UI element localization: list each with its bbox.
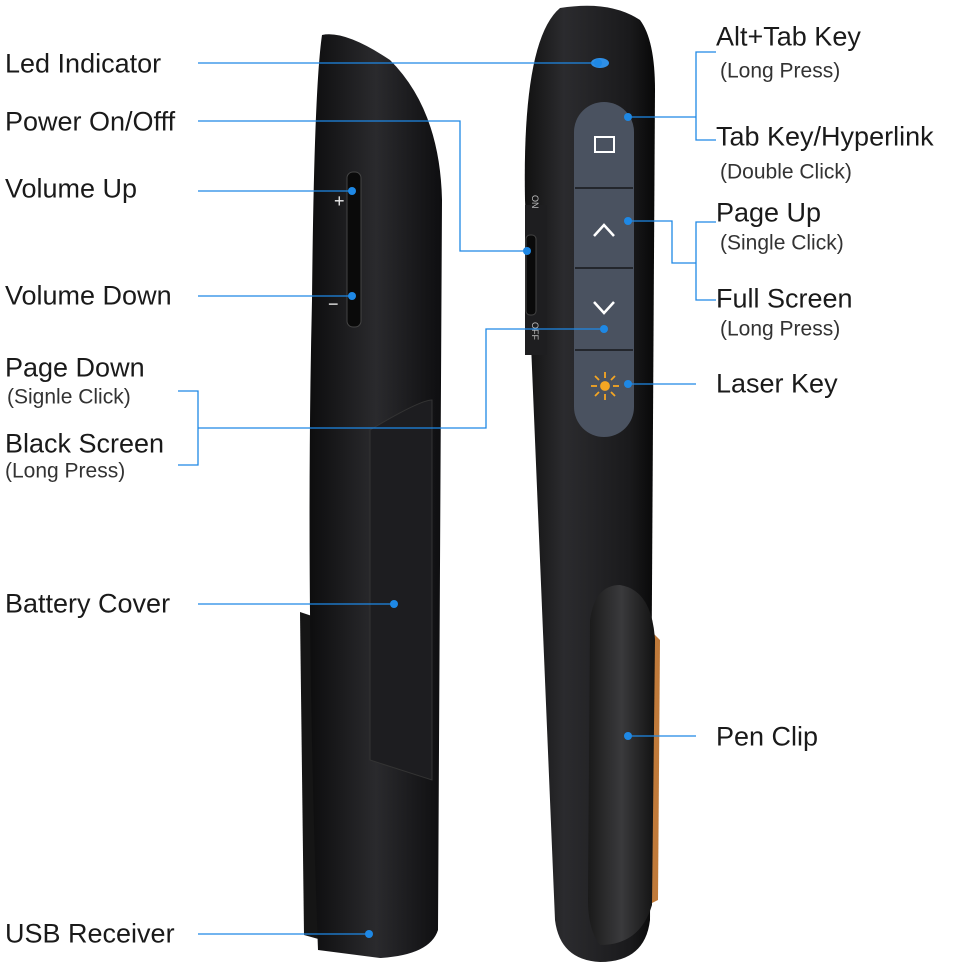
window-square-icon[interactable] <box>594 136 615 153</box>
label-page-up: Page Up <box>716 197 822 228</box>
label-alt-tab: Alt+Tab Key <box>716 21 861 52</box>
page-up-chevron-icon[interactable] <box>593 223 615 237</box>
label-page-down: Page Down <box>5 352 145 383</box>
label-full-screen-sub: (Long Press) <box>720 317 841 341</box>
label-black-screen: Black Screen <box>5 428 165 459</box>
side-view-device: + − <box>300 34 442 959</box>
label-volume-up: Volume Up <box>5 173 138 204</box>
front-view-device: ON OFF <box>524 5 660 962</box>
label-tab-key-sub: (Double Click) <box>720 160 852 184</box>
switch-off-label: OFF <box>530 322 540 340</box>
label-battery-cover: Battery Cover <box>5 588 171 619</box>
switch-on-label: ON <box>530 195 540 209</box>
label-black-screen-sub: (Long Press) <box>5 459 126 483</box>
volume-minus-mark: − <box>328 294 339 314</box>
label-page-up-sub: (Single Click) <box>720 231 844 255</box>
laser-sun-icon[interactable] <box>591 372 619 400</box>
label-pen-clip: Pen Clip <box>716 721 819 752</box>
page-down-chevron-icon[interactable] <box>593 301 615 315</box>
button-panel <box>574 102 634 437</box>
label-full-screen: Full Screen <box>716 283 853 314</box>
callout-dots <box>348 59 632 938</box>
label-power: Power On/Offf <box>5 106 176 137</box>
label-alt-tab-sub: (Long Press) <box>720 59 841 83</box>
label-volume-down: Volume Down <box>5 280 172 311</box>
label-laser-key: Laser Key <box>716 368 838 399</box>
callout-lines <box>178 51 716 935</box>
label-usb-receiver: USB Receiver <box>5 918 175 949</box>
label-page-down-sub: (Signle Click) <box>7 385 131 409</box>
label-led-indicator: Led Indicator <box>5 48 162 79</box>
volume-plus-mark: + <box>334 191 345 211</box>
label-tab-key: Tab Key/Hyperlink <box>716 121 934 152</box>
pen-clip <box>588 585 655 945</box>
